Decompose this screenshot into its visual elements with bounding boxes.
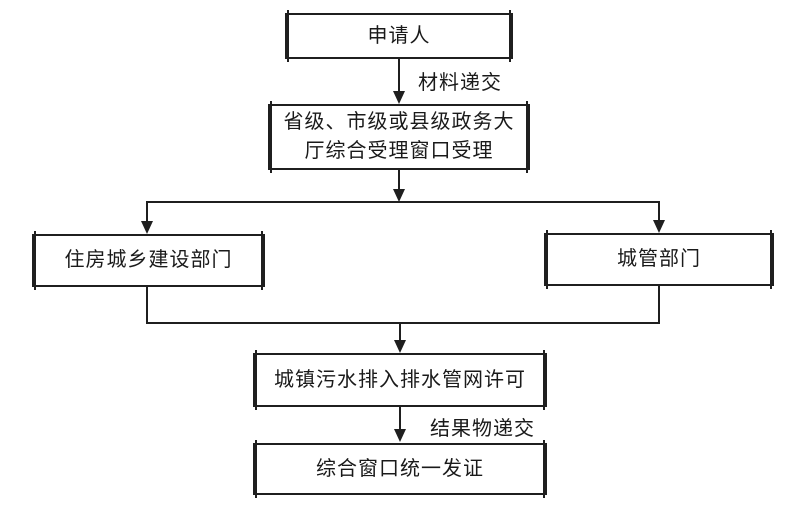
connector-merge-permit <box>399 324 401 340</box>
connector-acceptance-branch <box>398 170 400 189</box>
node-applicant-label: 申请人 <box>367 24 431 47</box>
branch-line <box>146 201 660 203</box>
node-urban-mgmt-dept-label: 城管部门 <box>617 248 701 270</box>
arrowhead-down-icon <box>141 221 153 234</box>
node-urban-mgmt-dept: 城管部门 <box>544 230 774 289</box>
merge-line <box>146 322 660 324</box>
node-acceptance-window-line2: 厅综合受理窗口受理 <box>304 140 494 162</box>
node-issue-window: 综合窗口统一发证 <box>253 440 547 498</box>
node-acceptance-window-line1: 省级、市级或县级政务大 <box>283 111 515 133</box>
arrowhead-down-icon <box>394 429 406 442</box>
arrowhead-down-icon <box>394 340 406 353</box>
arrowhead-down-icon <box>393 91 405 104</box>
node-housing-dept: 住房城乡建设部门 <box>32 231 265 290</box>
node-housing-dept-label: 住房城乡建设部门 <box>64 249 233 271</box>
connector-applicant-acceptance <box>398 59 400 92</box>
connector-urban-merge <box>658 286 660 324</box>
node-issue-window-label: 综合窗口统一发证 <box>316 457 484 480</box>
connector-branch-housing <box>146 201 148 221</box>
connector-branch-urban <box>658 201 660 220</box>
edge-label-material-submission: 材料递交 <box>418 72 502 94</box>
node-permit-label: 城镇污水排入排水管网许可 <box>274 368 526 391</box>
arrowhead-down-icon <box>653 220 665 233</box>
node-permit: 城镇污水排入排水管网许可 <box>253 350 547 410</box>
node-applicant: 申请人 <box>285 10 513 62</box>
connector-permit-issue <box>399 407 401 429</box>
arrowhead-down-icon <box>393 189 405 202</box>
edge-label-result-delivery: 结果物递交 <box>430 418 535 440</box>
node-acceptance-window: 省级、市级或县级政务大 厅综合受理窗口受理 <box>268 101 530 173</box>
connector-housing-merge <box>146 287 148 324</box>
